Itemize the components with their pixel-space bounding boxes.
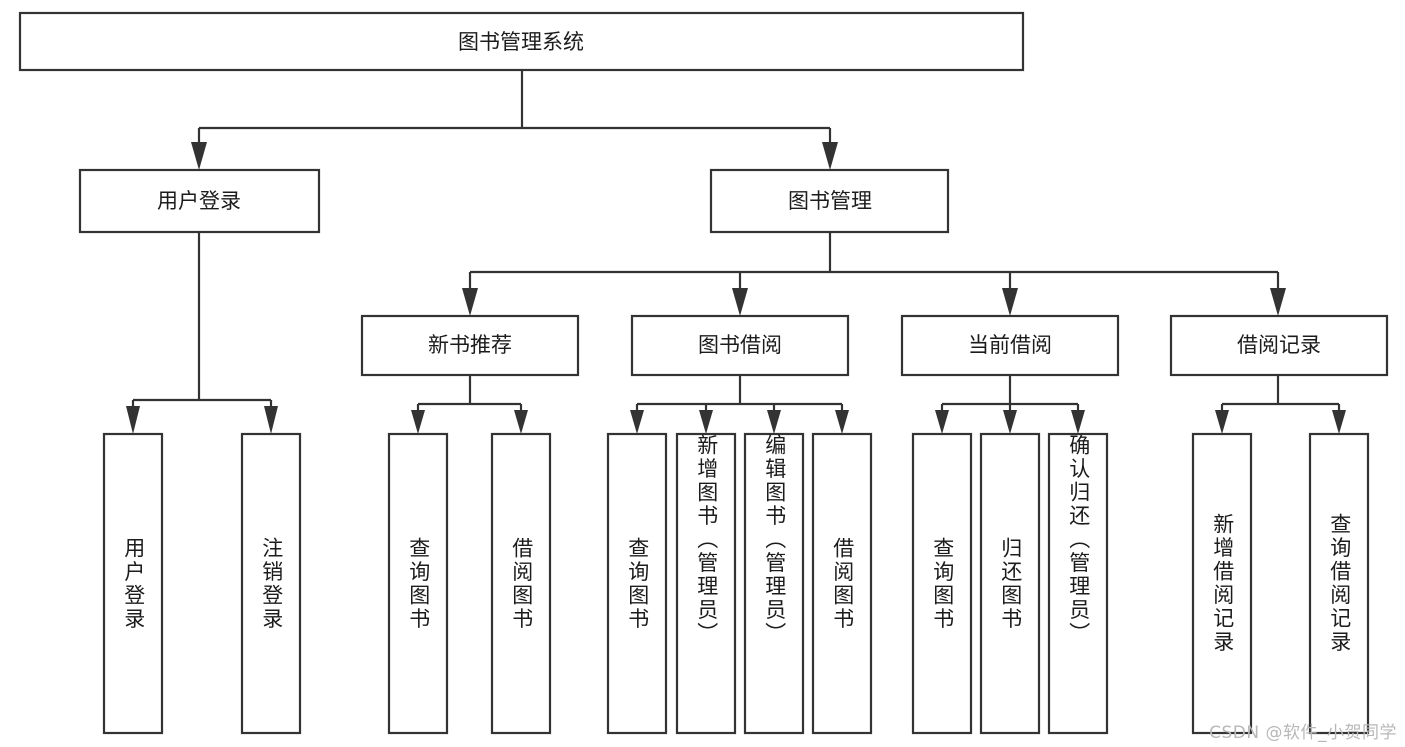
leaf-box-return-book[interactable] bbox=[979, 432, 1041, 735]
leaf-box-add-book-admin[interactable] bbox=[675, 432, 737, 735]
arrow-to-bookborrow-leaf-3 bbox=[767, 410, 781, 434]
node-book-management-label: 图书管理 bbox=[788, 189, 872, 213]
csdn-watermark: CSDN @软件_小贺同学 bbox=[1209, 723, 1397, 743]
node-book-management-box[interactable] bbox=[709, 168, 950, 234]
node-current-borrow-label: 当前借阅 bbox=[968, 333, 1052, 357]
leaf-box-confirm-return-admin[interactable] bbox=[1047, 432, 1109, 735]
leaf-box-user-login[interactable] bbox=[102, 432, 164, 735]
arrow-to-new-book-rec bbox=[462, 288, 478, 316]
arrow-to-borrow-record bbox=[1270, 288, 1286, 316]
arrow-to-newbook-leaf-2 bbox=[514, 410, 528, 434]
node-borrow-record-label: 借阅记录 bbox=[1237, 333, 1321, 357]
leaf-box-borrow-book-1[interactable] bbox=[490, 432, 552, 735]
node-current-borrow-box[interactable] bbox=[900, 314, 1120, 377]
arrow-to-bookborrow-leaf-1 bbox=[630, 410, 644, 434]
arrow-to-currentborrow-leaf-2 bbox=[1003, 410, 1017, 434]
arrow-to-newbook-leaf-1 bbox=[411, 410, 425, 434]
arrow-to-book-management bbox=[822, 142, 838, 170]
arrow-to-currentborrow-leaf-3 bbox=[1071, 410, 1085, 434]
leaf-box-query-book-2[interactable] bbox=[606, 432, 668, 735]
arrow-to-leaf-user-login bbox=[126, 406, 140, 434]
arrow-to-borrowrecord-leaf-1 bbox=[1215, 410, 1229, 434]
leaf-box-query-book-3[interactable] bbox=[911, 432, 973, 735]
arrow-to-leaf-logout bbox=[264, 406, 278, 434]
leaf-box-add-borrow-record[interactable] bbox=[1191, 432, 1253, 735]
node-book-borrow-label: 图书借阅 bbox=[698, 333, 782, 357]
arrow-to-current-borrow bbox=[1002, 288, 1018, 316]
arrow-to-book-borrow bbox=[732, 288, 748, 316]
leaf-box-edit-book-admin[interactable] bbox=[743, 432, 805, 735]
leaf-box-query-borrow-record[interactable] bbox=[1308, 432, 1370, 735]
leaf-box-borrow-book-2[interactable] bbox=[811, 432, 873, 735]
node-user-login-label: 用户登录 bbox=[157, 189, 241, 213]
node-root-box[interactable] bbox=[18, 11, 1025, 72]
node-book-borrow-box[interactable] bbox=[630, 314, 850, 377]
leaf-box-query-book-1[interactable] bbox=[387, 432, 449, 735]
arrow-to-currentborrow-leaf-1 bbox=[935, 410, 949, 434]
node-borrow-record-box[interactable] bbox=[1169, 314, 1389, 377]
leaf-box-logout[interactable] bbox=[240, 432, 302, 735]
node-user-login-box[interactable] bbox=[78, 168, 321, 234]
arrow-to-borrowrecord-leaf-2 bbox=[1332, 410, 1346, 434]
arrow-to-bookborrow-leaf-2 bbox=[699, 410, 713, 434]
node-new-book-rec-box[interactable] bbox=[360, 314, 580, 377]
node-new-book-rec-label: 新书推荐 bbox=[428, 333, 512, 357]
node-root-label: 图书管理系统 bbox=[458, 30, 584, 54]
arrow-to-bookborrow-leaf-4 bbox=[835, 410, 849, 434]
arrow-to-user-login bbox=[191, 142, 207, 170]
